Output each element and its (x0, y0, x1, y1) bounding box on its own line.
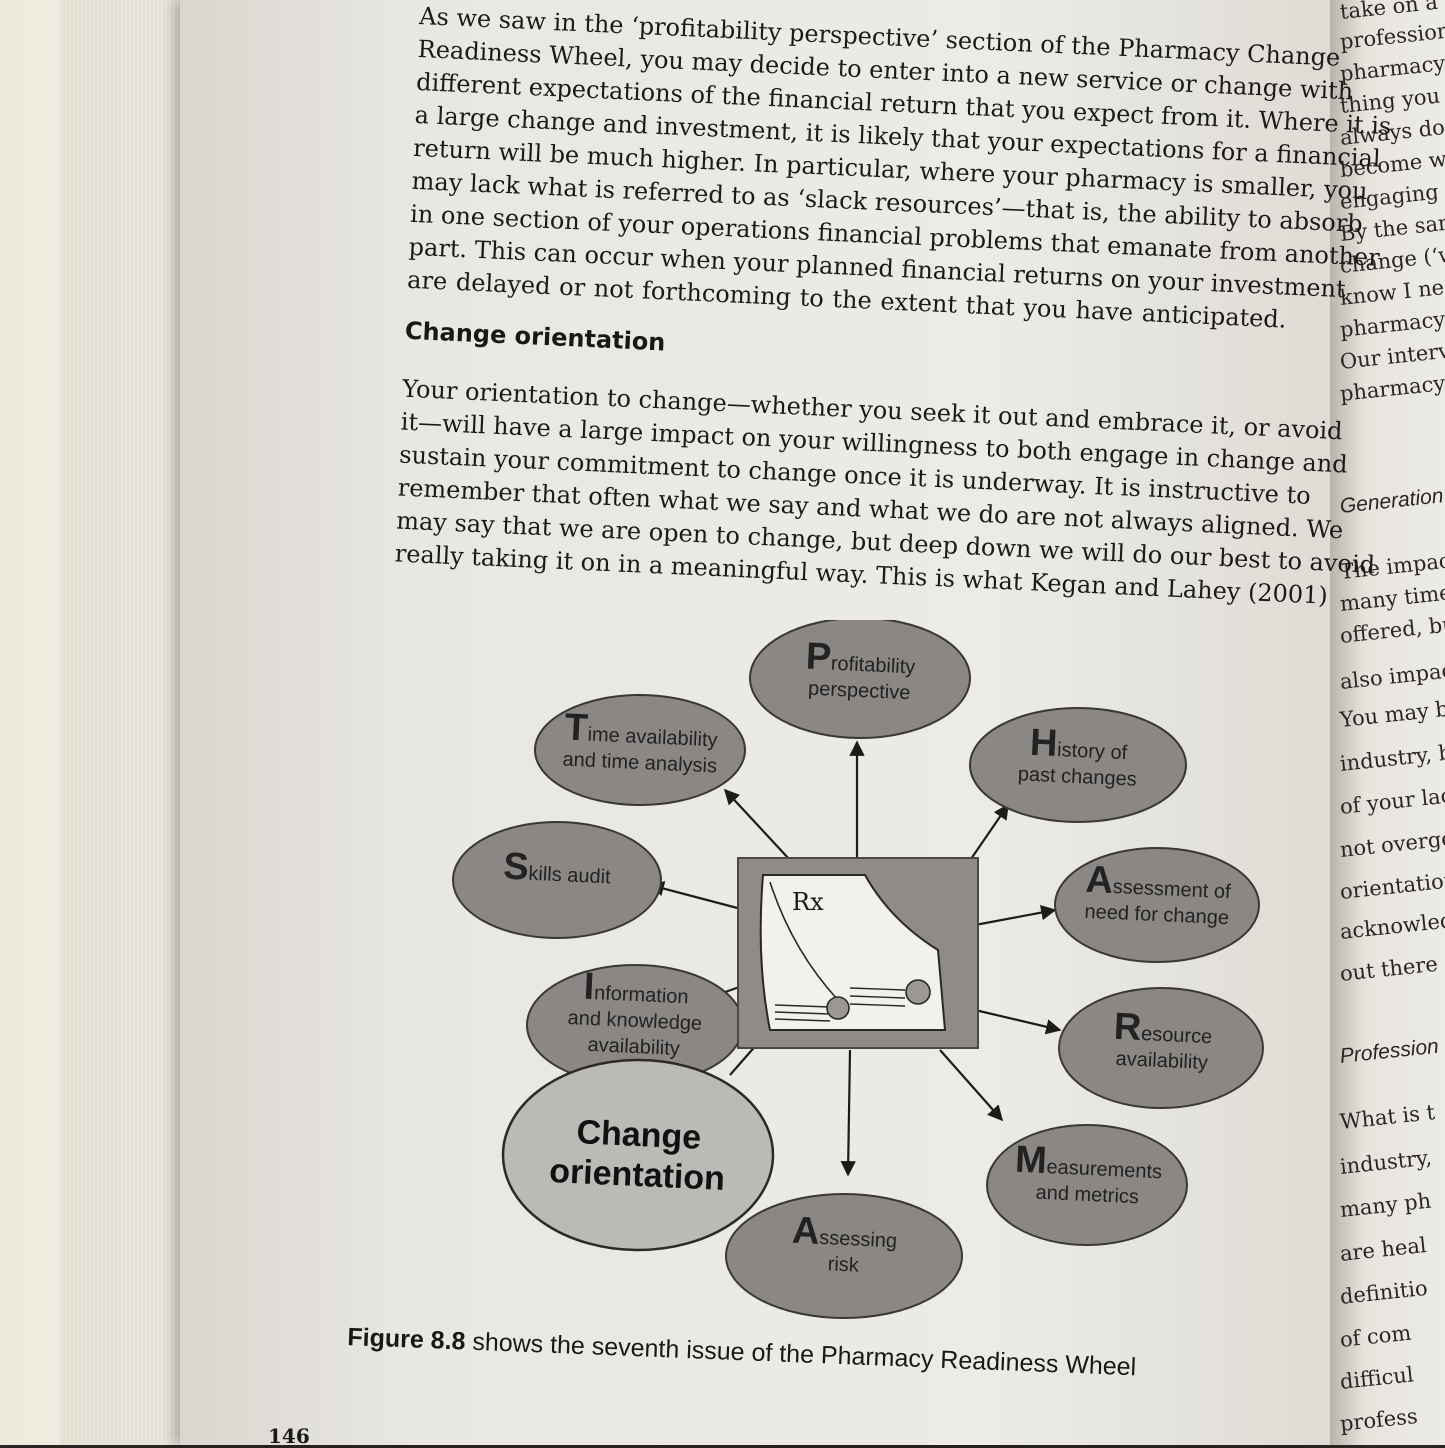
label-initial: A (1084, 858, 1115, 902)
arrow (974, 1008, 1062, 1035)
label-text: esource (1140, 1023, 1213, 1049)
bubble-time (534, 694, 746, 806)
label-text: istory of (1056, 739, 1128, 765)
diagram-graphics: Rx (452, 620, 1264, 1319)
label-text: kills audit (527, 862, 612, 889)
bubble-change-orientation (501, 1058, 775, 1252)
right-text-line: many times (1338, 579, 1445, 616)
rx-seal (905, 979, 931, 1005)
right-text-line: difficul (1338, 1362, 1415, 1394)
bubble-profitability (749, 620, 971, 739)
bubble-history (969, 707, 1187, 823)
label-text: rofitability (830, 652, 916, 679)
bubble-assessment (1054, 847, 1260, 963)
right-text-line: many ph (1338, 1188, 1433, 1222)
label-history: History of past changes (987, 722, 1169, 794)
label-initial: R (1113, 1005, 1143, 1050)
label-text: and metrics (1035, 1181, 1140, 1209)
figure-number: Figure 8.8 (346, 1323, 467, 1356)
right-text-line: offered, but (1338, 611, 1445, 648)
arrow (939, 1049, 1004, 1122)
right-text-line: out there (1338, 951, 1439, 986)
label-initial: A (791, 1209, 821, 1253)
right-text-line: of your lacl (1338, 782, 1445, 819)
right-text-line: orientation (1338, 867, 1445, 904)
label-text: Change (575, 1113, 703, 1157)
right-text-line: not overgen (1338, 824, 1445, 862)
label-initial: P (804, 635, 833, 679)
label-text: and time analysis (562, 748, 718, 778)
right-section-heading: Generation (1338, 484, 1445, 518)
label-assessing-risk: Assessing risk (763, 1210, 925, 1281)
label-initial: M (1014, 1138, 1048, 1183)
label-assessment: Assessment of need for change (1064, 859, 1251, 932)
readiness-wheel-diagram: Rx Profitability perspective History of … (420, 620, 1300, 1350)
right-text-line: profess (1338, 1403, 1419, 1436)
bubble-skills (452, 821, 662, 939)
body-text: As we saw in the ‘profitability perspect… (394, 0, 1392, 611)
label-change-orientation: Change orientation (531, 1110, 744, 1199)
label-text: nformation (593, 982, 690, 1009)
label-text: availability (1115, 1047, 1209, 1075)
label-measurements: Measurements and metrics (997, 1139, 1179, 1212)
paragraph-change-orientation: Your orientation to change—whether you s… (394, 373, 1375, 611)
label-initial: S (502, 845, 530, 889)
right-section-heading: Profession (1338, 1034, 1440, 1068)
right-page: take on a professional pharmacy indus th… (1330, 0, 1445, 1445)
rx-paper (759, 874, 947, 1031)
label-text: ssessing (818, 1226, 898, 1253)
label-text: perspective (807, 677, 911, 705)
label-text: orientation (548, 1152, 726, 1198)
right-text-line: are heal (1338, 1232, 1428, 1266)
right-text-line: definitio (1338, 1275, 1429, 1309)
label-text: and knowledge (567, 1006, 703, 1036)
label-resource: Resource availability (1079, 1006, 1246, 1077)
right-text-line: pharmacy ch (1338, 368, 1445, 406)
arrow (723, 788, 791, 861)
label-text: ime availability (587, 723, 719, 752)
bubble-measurements (986, 1124, 1188, 1246)
right-text-line: know I need t (1338, 271, 1445, 310)
arrow (648, 881, 746, 912)
label-information: Information and knowledge availability (543, 966, 727, 1064)
rx-symbol: Rx (792, 888, 824, 916)
right-text-line: industry, bu (1338, 738, 1445, 776)
label-text: risk (827, 1253, 860, 1277)
bubbles (452, 620, 1264, 1319)
page-number: 146 (268, 1424, 310, 1448)
rx-fold (769, 881, 839, 1001)
arrow (840, 1049, 856, 1177)
rx-text-lines (774, 987, 906, 1022)
arrow (974, 904, 1057, 927)
label-text: availability (587, 1033, 681, 1061)
label-text: easurements (1046, 1156, 1163, 1184)
label-text: past changes (1017, 763, 1138, 791)
right-text-line: Our interv (1338, 338, 1445, 374)
rx-seal (826, 996, 850, 1020)
right-text-line: industry, (1338, 1145, 1433, 1179)
label-time: Time availability and time analysis (537, 707, 744, 780)
paragraph-profitability: As we saw in the ‘profitability perspect… (407, 0, 1392, 337)
right-text-line: pharmacy ind (1338, 303, 1445, 342)
arrows (648, 740, 1062, 1177)
right-text-line: of com (1338, 1320, 1413, 1352)
right-text-line: What is t (1338, 1100, 1437, 1134)
label-initial: H (1029, 721, 1059, 766)
right-text-line: acknowled (1338, 908, 1445, 944)
bubble-resource (1058, 987, 1264, 1109)
bubble-assessing-risk (725, 1193, 963, 1319)
right-text-line: You may b (1338, 696, 1445, 732)
label-initial: T (563, 706, 589, 750)
label-text: need for change (1084, 900, 1230, 930)
label-profitability: Profitability perspective (769, 636, 951, 708)
right-text-line: also impacts (1338, 656, 1445, 694)
rx-prescription-icon: Rx (737, 857, 979, 1049)
label-text: ssessment of (1112, 875, 1232, 904)
